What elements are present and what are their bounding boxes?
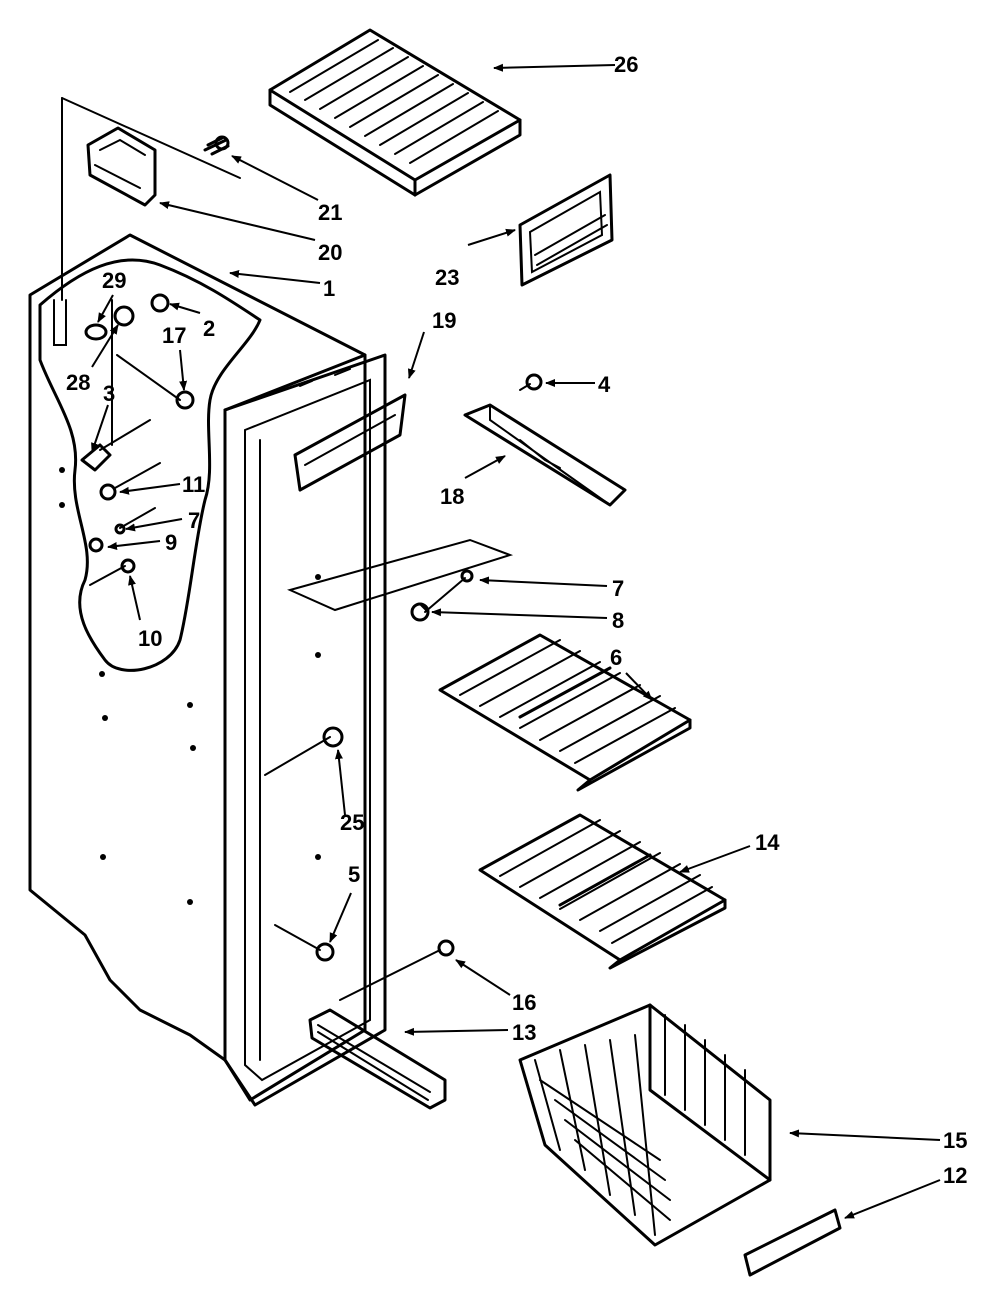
- callout-4: 4: [598, 372, 611, 397]
- callout-7-right: 7: [612, 576, 624, 601]
- callout-8: 8: [612, 608, 624, 633]
- part-9-clip: [88, 537, 104, 553]
- callout-29: 29: [102, 268, 126, 293]
- callout-labels: 26 21 20 1 23 19 4 18 7 8 6 14 15 12 16 …: [66, 52, 967, 1188]
- callout-18: 18: [440, 484, 464, 509]
- rail-screw: [519, 373, 543, 391]
- callout-6: 6: [610, 645, 622, 670]
- callout-25: 25: [340, 810, 364, 835]
- hinge-bracket: [86, 126, 157, 207]
- bottom-trim-rail: [308, 1008, 447, 1110]
- callout-20: 20: [318, 240, 342, 265]
- air-grille-cover: [293, 393, 407, 492]
- callout-9: 9: [165, 530, 177, 555]
- rear-panel-outline: [53, 97, 241, 346]
- callout-12: 12: [943, 1163, 967, 1188]
- part-25-lamp-socket: [322, 726, 344, 748]
- callout-14: 14: [755, 830, 780, 855]
- callout-1: 1: [323, 276, 335, 301]
- wire-shelf-upper: [438, 633, 692, 792]
- part-29-pin: [84, 323, 108, 341]
- callout-15: 15: [943, 1128, 967, 1153]
- freezer-basket: [518, 1003, 772, 1247]
- control-screw: [460, 569, 474, 583]
- callout-5: 5: [348, 862, 360, 887]
- part-7-rivet-left: [114, 523, 126, 535]
- callout-13: 13: [512, 1020, 536, 1045]
- callout-19: 19: [432, 308, 456, 333]
- freezer-liner: [28, 233, 387, 1107]
- callout-2: 2: [203, 316, 215, 341]
- wire-shelf-lower: [478, 813, 727, 970]
- callout-23: 23: [435, 265, 459, 290]
- callout-7-left: 7: [188, 508, 200, 533]
- callout-10: 10: [138, 626, 162, 651]
- callout-28: 28: [66, 370, 90, 395]
- part-11-clip: [99, 483, 117, 501]
- light-shield: [518, 173, 614, 287]
- callout-26: 26: [614, 52, 638, 77]
- callout-16: 16: [512, 990, 536, 1015]
- callout-17: 17: [162, 323, 186, 348]
- part-2-clip: [150, 293, 170, 313]
- callout-3: 3: [103, 381, 115, 406]
- temperature-control-plate: [287, 538, 514, 612]
- hinge-screw: [203, 135, 230, 156]
- part-16-screw: [437, 939, 455, 957]
- shelf-support-rail: [463, 403, 627, 507]
- part-10-clip: [120, 558, 136, 574]
- callout-11: 11: [182, 472, 205, 497]
- part-3-thermostat: [80, 443, 112, 472]
- part-28-clip: [113, 305, 135, 327]
- callout-21: 21: [318, 200, 342, 225]
- basket-front-trim: [743, 1208, 842, 1277]
- part-5-bumper: [315, 942, 335, 962]
- top-wire-shelf: [268, 28, 522, 197]
- part-17-fastener: [175, 390, 195, 410]
- callout-leaders: [89, 63, 941, 1219]
